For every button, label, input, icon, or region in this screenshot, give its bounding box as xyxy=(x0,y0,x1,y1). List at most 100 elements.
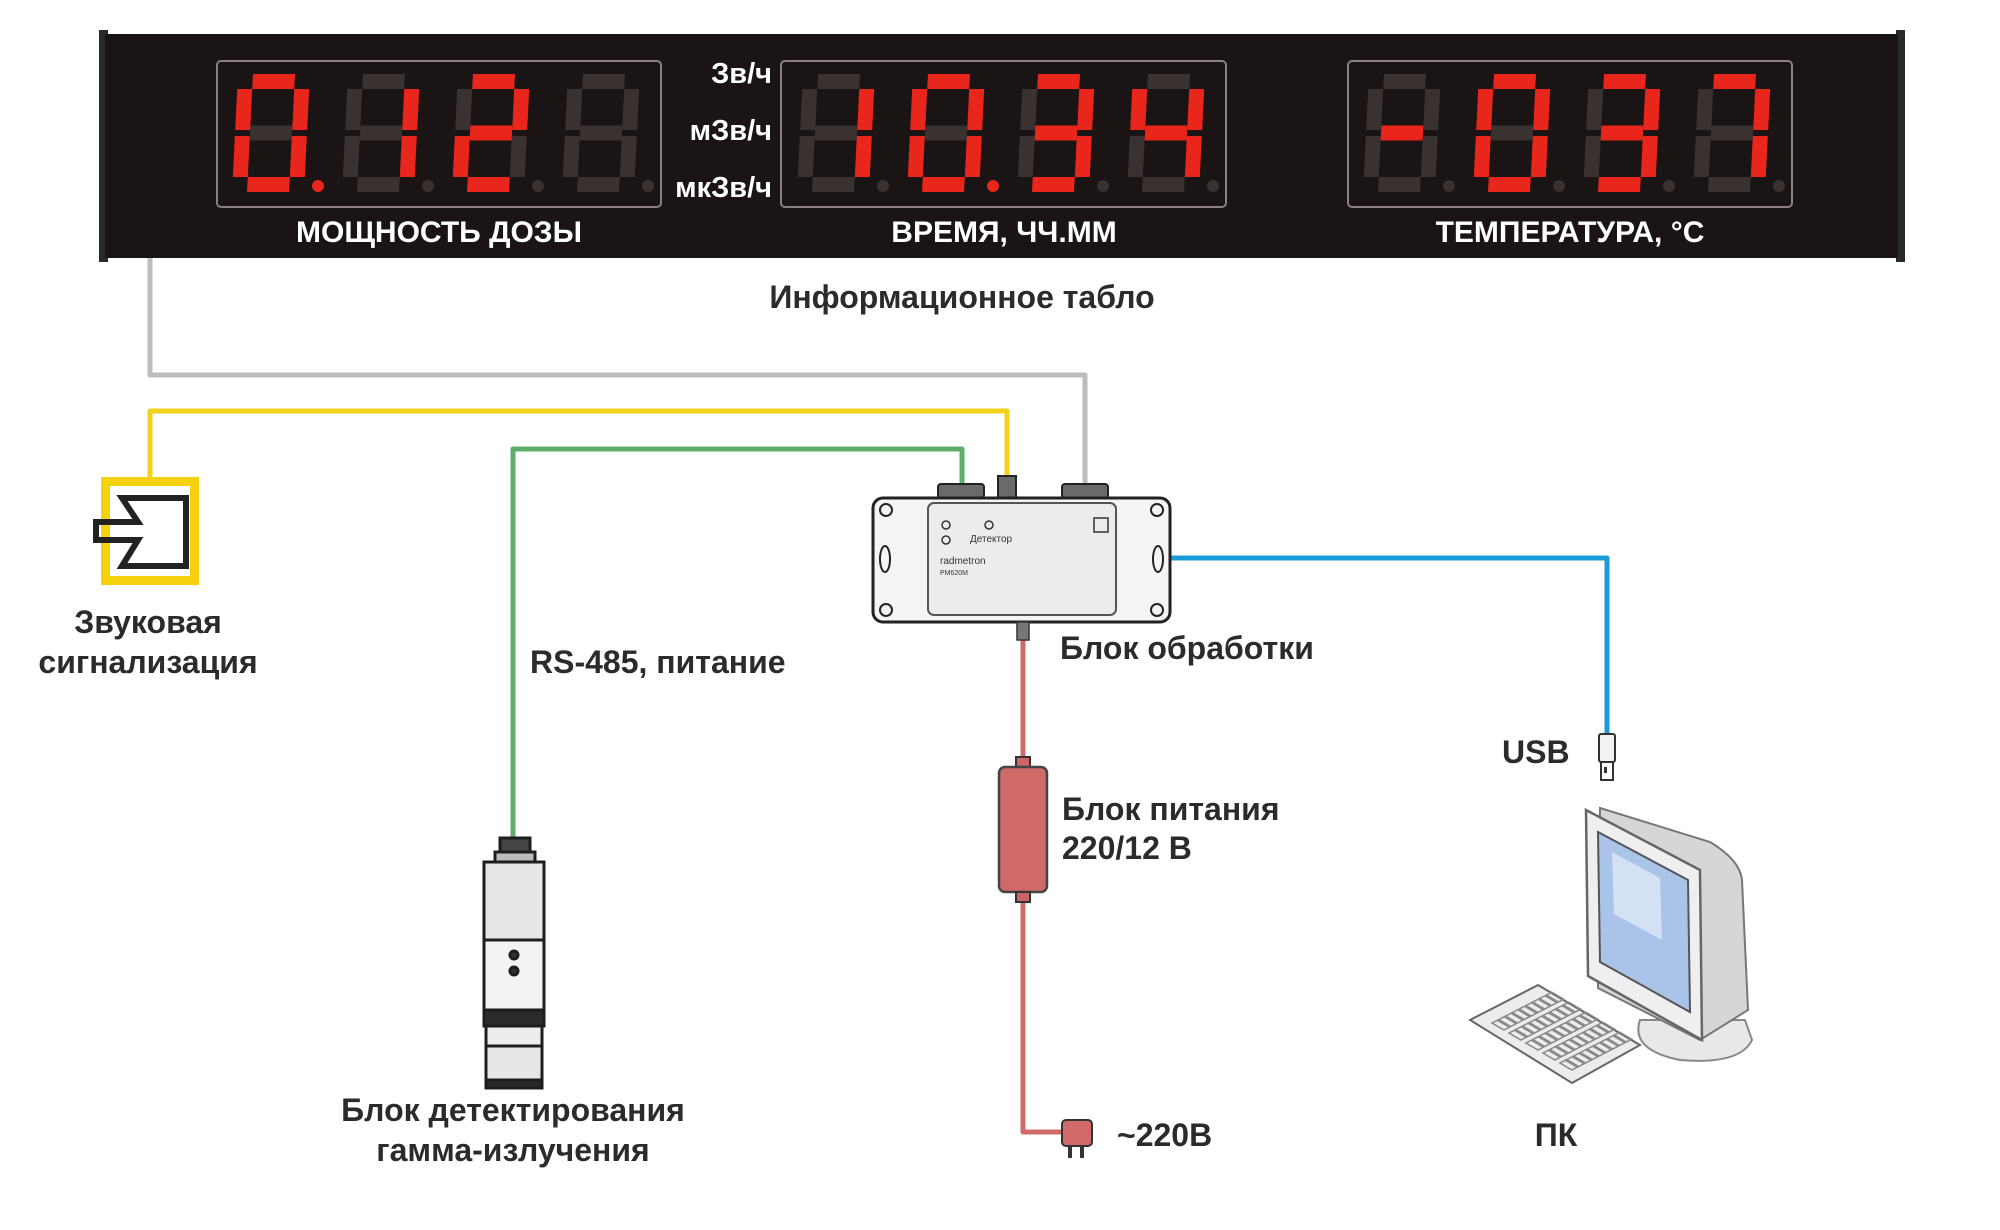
power-supply-cap-top xyxy=(1015,756,1031,768)
key xyxy=(1572,1014,1593,1027)
processor-label: Блок обработки xyxy=(1060,630,1314,666)
segment-g xyxy=(249,125,293,141)
rs485-label: RS-485, питание xyxy=(530,644,786,680)
key xyxy=(1544,991,1566,1003)
speaker-icon xyxy=(93,495,189,569)
decimal-point xyxy=(642,180,654,192)
dose-unit-sv: Зв/ч xyxy=(711,58,772,90)
segment-a xyxy=(1493,74,1536,89)
segment-d xyxy=(467,177,510,192)
key xyxy=(1568,1035,1590,1047)
key xyxy=(1555,1042,1576,1054)
decimal-point xyxy=(532,180,544,192)
segment-e xyxy=(1363,136,1381,177)
segment-c xyxy=(1184,136,1202,177)
key xyxy=(1612,1031,1634,1043)
digit xyxy=(1693,74,1785,192)
segment-c xyxy=(1420,136,1438,177)
detector-label-line2: гамма-излучения xyxy=(376,1132,649,1168)
segment-d xyxy=(357,177,400,192)
segment-f xyxy=(345,89,363,130)
plug-pin xyxy=(1068,1146,1072,1158)
segment-g xyxy=(469,125,513,141)
processor-model: РМ620М xyxy=(940,570,968,577)
segment-c xyxy=(964,136,982,177)
decimal-point xyxy=(1207,180,1219,192)
mounting-slot-left xyxy=(879,545,891,573)
segment-f xyxy=(910,89,928,130)
decimal-point xyxy=(1097,180,1109,192)
segment-g xyxy=(1600,125,1644,141)
segment-a xyxy=(1037,74,1080,89)
segment-f xyxy=(800,89,818,130)
segment-d xyxy=(812,177,855,192)
segment-c xyxy=(1074,136,1092,177)
key xyxy=(1504,1012,1525,1024)
digit xyxy=(342,74,434,192)
segment-d xyxy=(1598,177,1641,192)
digit xyxy=(1473,74,1565,192)
segment-g xyxy=(814,125,858,141)
key xyxy=(1527,1018,1549,1031)
key xyxy=(1538,994,1559,1007)
rs485-cable xyxy=(510,446,965,840)
key xyxy=(1599,1038,1620,1050)
key xyxy=(1548,1008,1569,1020)
segment-g xyxy=(1380,125,1424,141)
digit xyxy=(1017,74,1109,192)
segment-c xyxy=(854,136,872,177)
segment-f xyxy=(1476,89,1494,130)
segment-b xyxy=(292,89,310,130)
temperature-window xyxy=(1347,60,1793,208)
detector-label-line1: Блок детектирования xyxy=(341,1092,685,1128)
led-icon xyxy=(984,520,994,530)
temperature-digits xyxy=(1363,74,1785,192)
processor-port-alarm xyxy=(997,475,1017,499)
key xyxy=(1531,998,1552,1010)
key xyxy=(1585,1045,1607,1057)
power-supply-label-line2: 220/12 В xyxy=(1062,830,1192,866)
key xyxy=(1595,1021,1617,1033)
digit xyxy=(562,74,654,192)
led-icon xyxy=(941,520,951,530)
decimal-point xyxy=(1553,180,1565,192)
decimal-point xyxy=(877,180,889,192)
detector-body-top xyxy=(482,860,546,942)
key xyxy=(1490,1019,1511,1031)
segment-e xyxy=(1017,136,1035,177)
display-frame-left xyxy=(99,30,108,262)
digit xyxy=(1363,74,1455,192)
key xyxy=(1541,1049,1562,1061)
digit xyxy=(797,74,889,192)
segment-f xyxy=(1020,89,1038,130)
temperature-caption: ТЕМПЕРАТУРА, °C xyxy=(1436,216,1705,249)
key xyxy=(1531,1035,1552,1048)
screen-glare xyxy=(1612,852,1662,940)
information-display: Зв/ч мЗв/ч мкЗв/ч МОЩНОСТЬ ДОЗЫ ВРЕМЯ, Ч… xyxy=(99,30,1905,262)
segment-c xyxy=(1640,136,1658,177)
computer xyxy=(1467,806,1754,1085)
dose-unit-usv: мкЗв/ч xyxy=(675,172,772,204)
segment-a xyxy=(1147,74,1190,89)
segment-b xyxy=(1533,89,1551,130)
segment-e xyxy=(1693,136,1711,177)
key xyxy=(1575,1031,1596,1044)
key xyxy=(1606,1034,1627,1047)
alarm-cable xyxy=(147,408,1010,485)
segment-a xyxy=(472,74,515,89)
decimal-point xyxy=(1663,180,1675,192)
key xyxy=(1561,1038,1583,1051)
dose-unit-msv: мЗв/ч xyxy=(690,115,772,147)
screw-icon xyxy=(879,603,893,617)
decimal-point xyxy=(1773,180,1785,192)
key xyxy=(1514,1025,1535,1038)
mains-label: ~220В xyxy=(1117,1117,1212,1153)
segment-d xyxy=(1488,177,1531,192)
monitor-stand xyxy=(1637,1019,1754,1062)
display-cable xyxy=(147,258,1088,485)
segment-g xyxy=(1144,125,1188,141)
segment-e xyxy=(562,136,580,177)
segment-g xyxy=(579,125,623,141)
key xyxy=(1548,1045,1569,1058)
